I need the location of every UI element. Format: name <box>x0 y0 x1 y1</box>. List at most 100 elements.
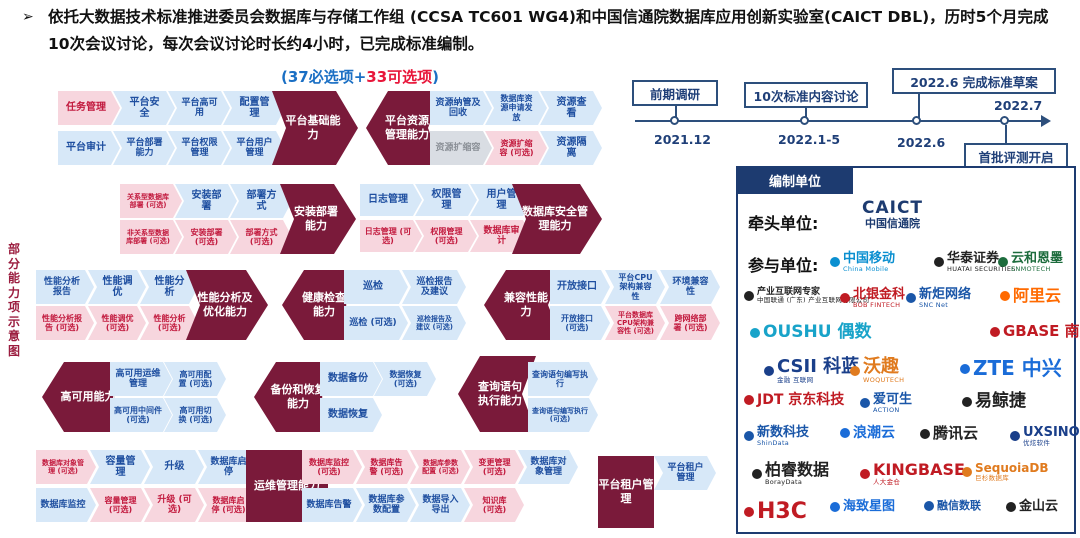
resource-item-bottom-1: 资源扩缩容 <box>430 131 492 165</box>
esgyn-logo-text-group: 易鲸捷 <box>975 391 1026 411</box>
platform-basic-item-top-1: 任务管理 <box>58 91 120 125</box>
snc-net-logo-name: 新炬网络 <box>919 287 972 302</box>
china-unicom-mark-icon <box>744 291 754 302</box>
haizhi-logo: 海致星图 <box>830 500 895 514</box>
tencent-cloud-mark-icon <box>920 428 930 439</box>
rongxin-logo-name: 融信数联 <box>937 499 981 512</box>
jdt-logo-name: JDT 京东科技 <box>757 392 845 408</box>
csii-logo-text-group: CSII 科蓝金融 互联网 <box>777 356 860 384</box>
china-mobile-mark-icon <box>830 257 840 268</box>
health-item-bottom-2: 巡检报告及建议 (可选) <box>402 306 466 340</box>
esgyn-logo: 易鲸捷 <box>962 391 1026 411</box>
compat-item-top-3: 环境兼容性 <box>660 270 720 304</box>
platform-basic-item-bottom-1: 平台审计 <box>58 131 120 165</box>
timeline-date-4: 2022.7 <box>994 98 1043 113</box>
caict-logo: CAICT 中国信通院 <box>862 199 923 230</box>
oushu-logo: OUSHU 偶数 <box>750 323 871 342</box>
count-prefix: (37必选项+ <box>280 68 367 86</box>
resource-item-bottom-2: 资源扩缩容 (可选) <box>485 131 547 165</box>
platform-basic-item-bottom-4: 平台用户管理 <box>223 131 285 165</box>
resource-item-top-1: 资源纳管及回收 <box>430 91 492 125</box>
timeline-dot <box>912 116 921 125</box>
ops-item-bottom-left-3: 升级 (可选) <box>144 488 204 522</box>
csii-mark-icon <box>764 365 774 376</box>
kingsoft-cloud-logo-name: 金山云 <box>1019 499 1059 514</box>
ha-item-top-1: 高可用运维管理 <box>110 362 172 396</box>
inspur-cloud-logo-name: 浪潮云 <box>853 425 895 441</box>
backup-item-top-2: 数据恢复 (可选) <box>374 362 436 396</box>
csii-logo: CSII 科蓝金融 互联网 <box>764 356 860 384</box>
aliyun-logo: 阿里云 <box>1000 287 1061 305</box>
health-item-top-2: 巡检报告及建议 <box>402 270 466 304</box>
install-item-bottom-1: 非关系型数据库部署 (可选) <box>120 220 182 254</box>
rongxin-logo: 融信数联 <box>924 500 981 512</box>
esgyn-logo-name: 易鲸捷 <box>975 391 1026 411</box>
count-optional: 33可选项 <box>366 68 433 86</box>
kingsoft-cloud-logo-text-group: 金山云 <box>1019 500 1058 514</box>
timeline-connector <box>805 108 807 118</box>
actiontech-logo-name: 爱可生 <box>873 392 913 407</box>
query-item-top-1: 查询语句编写执行 <box>528 362 598 396</box>
sequoiadb-mark-icon <box>962 466 972 477</box>
china-mobile-logo-subtitle: China Mobile <box>843 264 889 273</box>
side-vertical-label: 部分能力项示意图 <box>7 242 20 358</box>
timeline-date-1: 2021.12 <box>654 132 711 147</box>
timeline-connector <box>1005 125 1007 143</box>
csii-logo-subtitle: 金融 互联网 <box>777 375 814 384</box>
caict-logo-sub: 中国信通院 <box>865 216 921 230</box>
csii-logo-name: CSII 科蓝 <box>777 356 860 377</box>
timeline-box-evaluation: 首批评测开启 <box>964 143 1068 169</box>
compat-item-top-1: 开放接口 <box>550 270 610 304</box>
perf-item-top-1: 性能分析报告 <box>36 270 94 304</box>
china-mobile-logo-name: 中国移动 <box>843 251 896 266</box>
enmotech-mark-icon <box>998 257 1008 268</box>
perf-head: 性能分析及优化能力 <box>186 270 268 340</box>
security-item-top-1: 日志管理 <box>360 184 422 216</box>
health-item-top-1: 巡检 <box>344 270 408 304</box>
enmotech-logo-name: 云和恩墨 <box>1011 251 1064 266</box>
platform-basic-item-top-3: 平台高可用 <box>168 91 230 125</box>
compat-item-bottom-1: 开放接口 (可选) <box>550 306 610 340</box>
intro-paragraph: ➢ 依托大数据技术标准推进委员会数据库与存储工作组 (CCSA TC601 WG… <box>22 4 1062 58</box>
bob-fintech-logo-name: 北银金科 <box>853 287 906 302</box>
timeline-dot <box>800 116 809 125</box>
timeline-line <box>635 120 1045 122</box>
huatai-logo-subtitle: HUATAI SECURITIES <box>947 264 1016 273</box>
ops-item-top-right-5: 数据库对象管理 <box>518 450 578 484</box>
shindata-logo-subtitle: ShinData <box>757 438 790 447</box>
aliyun-logo-text-group: 阿里云 <box>1013 287 1061 305</box>
rongxin-mark-icon <box>924 500 934 511</box>
jdt-mark-icon <box>744 395 754 406</box>
gbase-logo: GBASE 南大通用 <box>990 323 1080 340</box>
sequoiadb-logo-subtitle: 巨杉数据库 <box>975 473 1009 482</box>
resource-item-top-3: 资源查看 <box>540 91 602 125</box>
kingsoft-cloud-logo: 金山云 <box>1006 500 1058 514</box>
boraydata-logo-name: 柏睿数据 <box>765 460 830 479</box>
h3c-logo-text-group: H3C <box>757 500 807 523</box>
perf-item-bottom-2: 性能调优 (可选) <box>88 306 146 340</box>
lead-unit-label: 牵头单位: <box>748 214 819 233</box>
shindata-mark-icon <box>744 431 754 442</box>
ops-item-bottom-right-3: 数据导入导出 <box>410 488 470 522</box>
boraydata-logo-subtitle: BorayData <box>765 477 803 486</box>
health-item-bottom-1: 巡检 (可选) <box>344 306 408 340</box>
install-head: 安装部署能力 <box>280 184 356 254</box>
china-unicom-logo-text-group: 产业互联网专家中国联通 (广东) 产业互联网有限公司 <box>757 287 869 304</box>
timeline-dot <box>1000 116 1009 125</box>
compat-item-bottom-2: 平台数据库CPU架构兼容性 (可选) <box>605 306 665 340</box>
backup-item-top-1: 数据备份 <box>320 362 382 396</box>
inspur-cloud-mark-icon <box>840 428 850 439</box>
huatai-mark-icon <box>934 257 944 268</box>
zte-logo-name: ZTE 中兴 <box>973 356 1062 380</box>
uxsino-logo-name: UXSINO <box>1023 425 1080 440</box>
install-item-top-2: 安装部署 <box>175 184 237 218</box>
ops-item-top-left-3: 升级 <box>144 450 204 484</box>
woqu-logo-subtitle: WOQUTECH <box>863 375 905 384</box>
